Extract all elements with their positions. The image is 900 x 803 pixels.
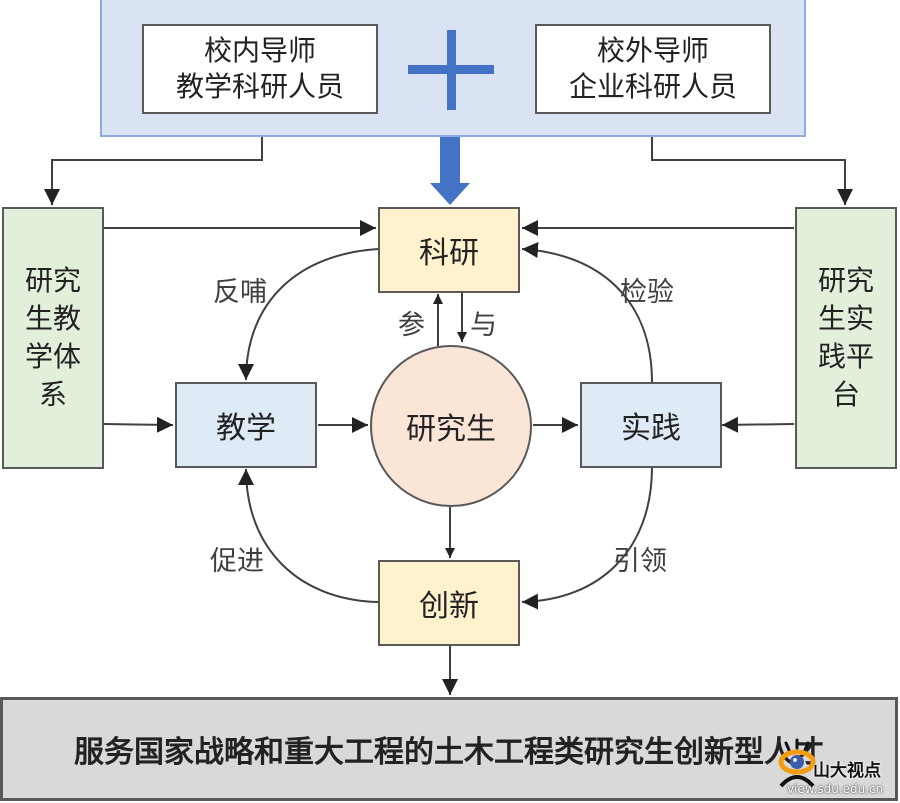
watermark-name: 山大视点 <box>813 761 881 781</box>
arrow-practice-platform-to-practice <box>721 416 795 433</box>
practice-platform-label: 研究生实践平台 <box>817 264 874 411</box>
teaching-label: 教学 <box>216 411 276 446</box>
practice-platform-box: 研究生实践平台 <box>795 207 897 469</box>
teaching-system-label: 研究生教学体系 <box>24 264 81 411</box>
student-label: 研究生 <box>406 412 496 447</box>
watermark-url: view.sdu.edu.cn <box>787 782 884 796</box>
edge-label-promote: 促进 <box>210 546 264 577</box>
goal-bar: 服务国家战略和重大工程的土木工程类研究生创新型人才 <box>0 697 898 801</box>
arrow-verify-curve <box>521 242 653 383</box>
teaching-system-box: 研究生教学体系 <box>2 207 104 469</box>
research-node: 科研 <box>378 207 520 293</box>
arrow-promote-curve <box>238 468 379 603</box>
external-mentor-title: 校外导师 <box>596 34 709 67</box>
eye-logo-icon <box>778 738 816 788</box>
edge-label-lead: 引领 <box>613 546 667 577</box>
external-mentor-box: 校外导师 企业科研人员 <box>535 24 771 114</box>
student-node: 研究生 <box>370 345 532 507</box>
arrow-lead-curve <box>521 466 653 610</box>
internal-mentor-subtitle: 教学科研人员 <box>175 70 344 103</box>
edge-label-feedback: 反哺 <box>213 277 267 308</box>
external-mentor-subtitle: 企业科研人员 <box>568 70 737 103</box>
innovation-label: 创新 <box>419 589 479 624</box>
innovation-node: 创新 <box>378 560 520 646</box>
internal-mentor-box: 校内导师 教学科研人员 <box>142 24 378 114</box>
internal-mentor-title: 校内导师 <box>203 34 316 67</box>
teaching-node: 教学 <box>175 382 317 468</box>
research-label: 科研 <box>419 236 479 271</box>
edge-label-participate-2: 与 <box>470 310 497 341</box>
practice-node: 实践 <box>580 382 722 468</box>
goal-label: 服务国家战略和重大工程的土木工程类研究生创新型人才 <box>74 735 824 770</box>
edge-label-verify: 检验 <box>620 277 674 308</box>
arrow-mentor-to-teaching-system <box>44 114 263 205</box>
arrow-teaching-system-to-teaching <box>103 416 174 433</box>
arrow-feedback-curve <box>238 248 379 381</box>
big-down-arrow-icon <box>430 137 470 205</box>
watermark: 山大视点 view.sdu.edu.cn <box>775 738 900 803</box>
practice-label: 实践 <box>621 411 681 446</box>
edge-label-participate-1: 参 <box>398 310 425 341</box>
plus-icon <box>408 30 494 110</box>
arrow-mentor-to-practice-platform <box>651 114 853 205</box>
